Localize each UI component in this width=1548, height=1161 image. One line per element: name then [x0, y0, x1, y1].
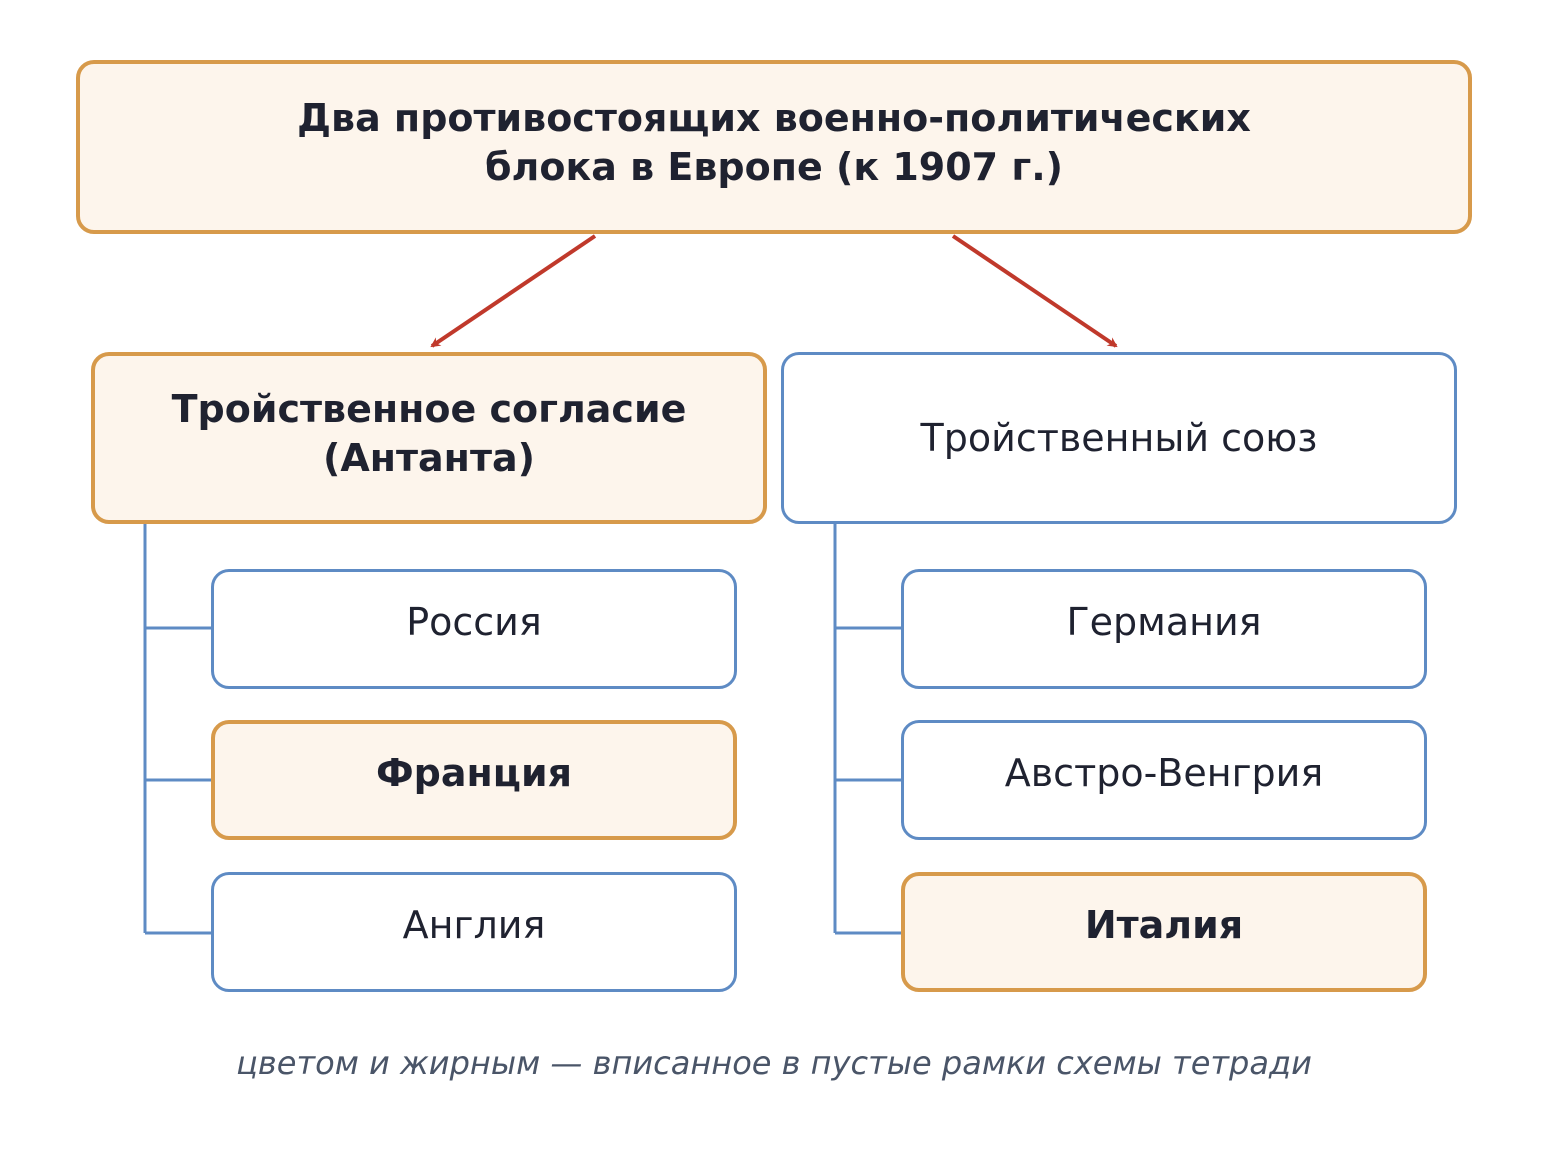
member-russia: Россия: [211, 569, 737, 689]
arrow-to-triple-alliance: [951, 234, 1118, 348]
member-germany: Германия: [901, 569, 1427, 689]
member-italy: Италия: [901, 872, 1427, 992]
triple-alliance-bracket: [833, 524, 901, 935]
bloc-triple-alliance: Тройственный союз: [781, 352, 1457, 524]
member-england: Англия: [211, 872, 737, 992]
arrow-to-entente: [430, 234, 597, 348]
bloc-entente: Тройственное согласие (Антанта): [91, 352, 767, 524]
diagram-title: Два противостоящих военно-политических б…: [76, 60, 1472, 234]
member-france: Франция: [211, 720, 737, 840]
member-austria-hungary: Австро-Венгрия: [901, 720, 1427, 840]
legend-caption: цветом и жирным — вписанное в пустые рам…: [236, 1044, 1312, 1082]
entente-bracket: [143, 524, 211, 935]
